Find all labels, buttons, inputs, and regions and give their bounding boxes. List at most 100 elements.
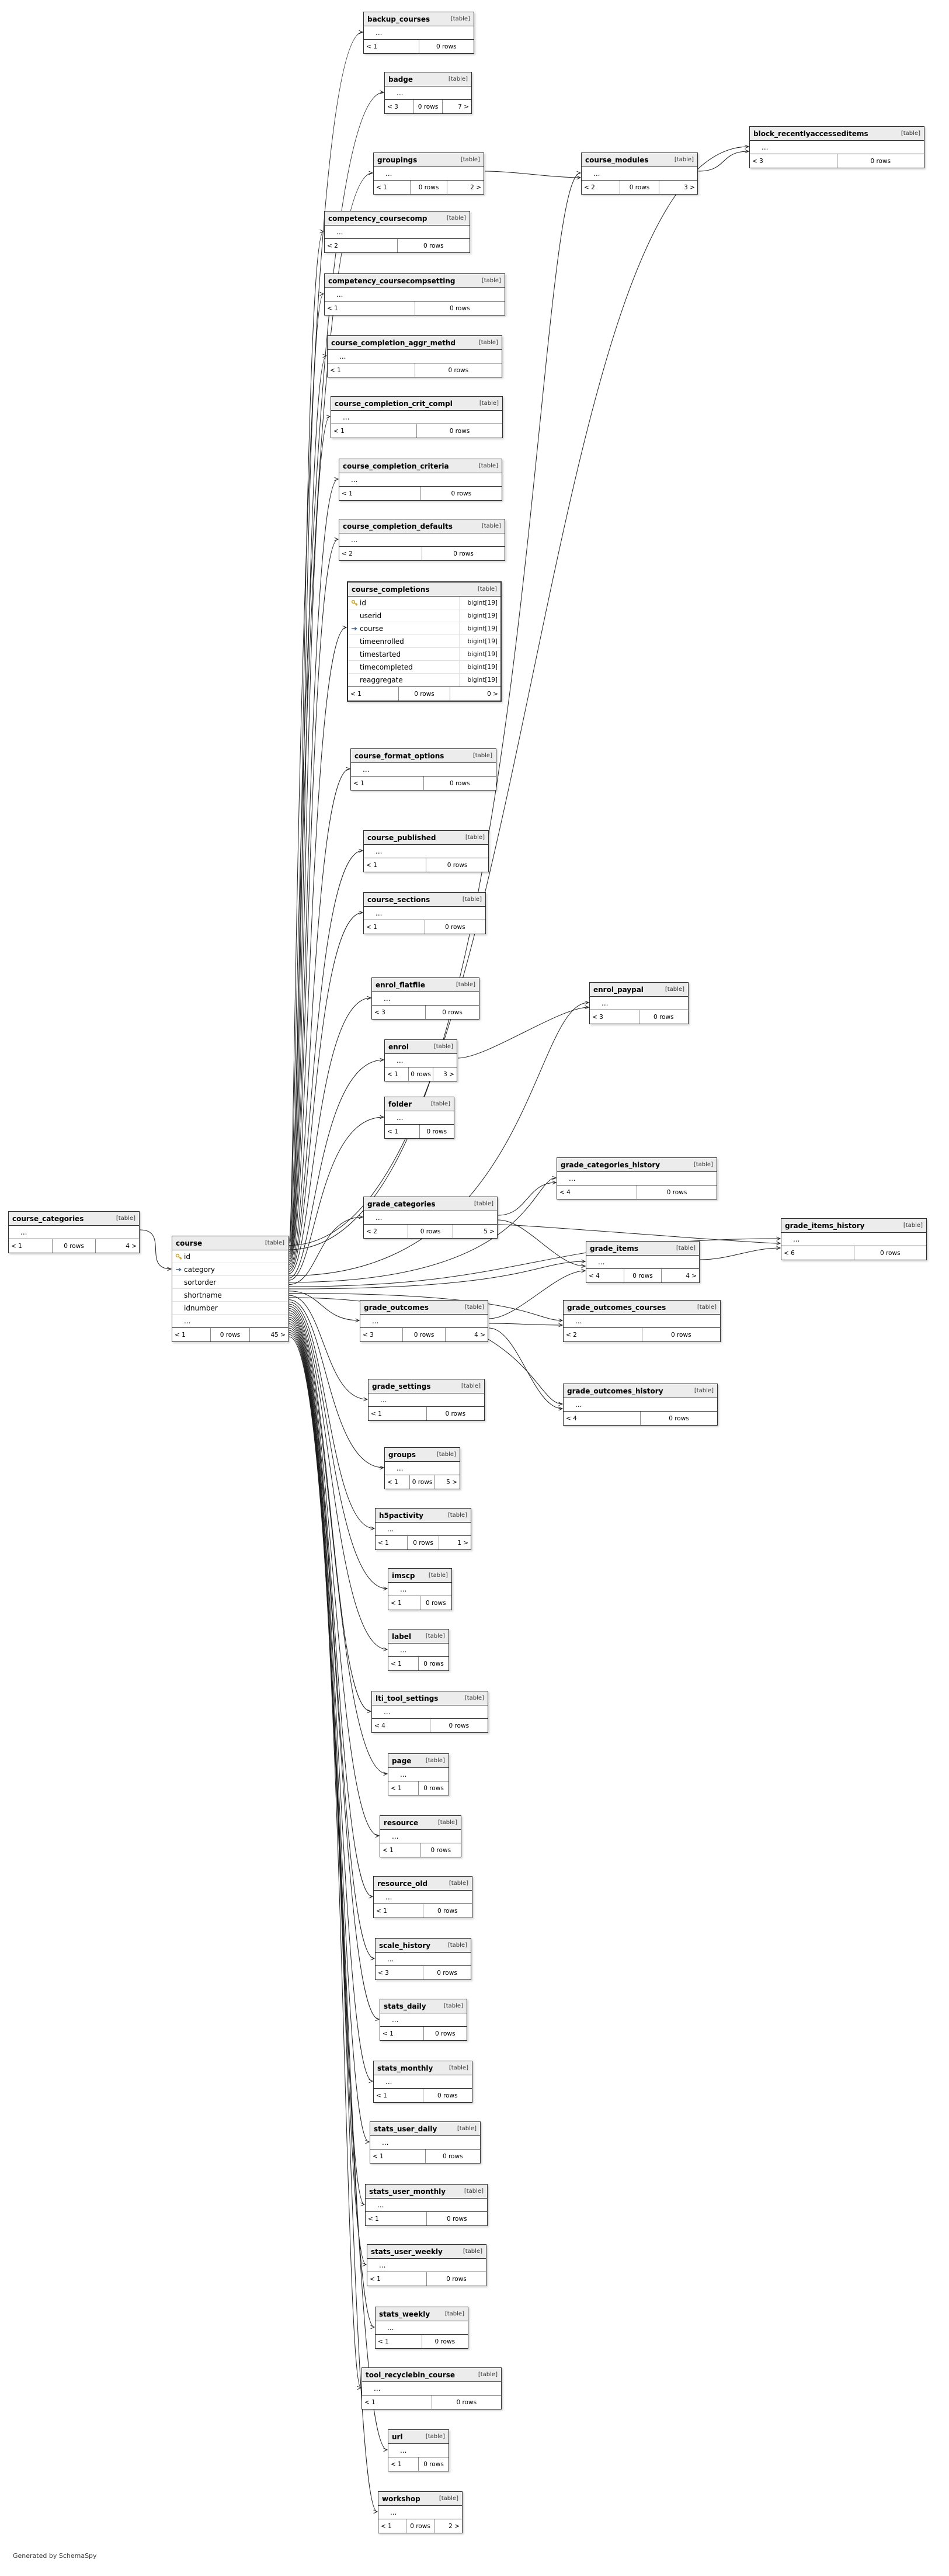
column-name: course [360,624,384,633]
column-icon-spacer [377,2075,385,2088]
table-header: grade_outcomes [table] [360,1301,488,1315]
table-columns: ... [750,141,924,154]
table-node-grade_categories_history[interactable]: grade_categories_history [table] ... < 4… [557,1157,717,1199]
table-header: stats_user_weekly [table] [367,2245,486,2259]
column-row: ... [380,1830,461,1843]
column-name: ... [382,2138,389,2147]
parents-degree: < 1 [368,2215,379,2223]
column-icon-spacer [560,1172,569,1185]
row-count: 0 rows [406,2519,434,2533]
column-icon-spacer [328,226,336,238]
parents-degree: < 3 [363,1331,374,1339]
table-header: folder [table] [385,1097,454,1111]
table-node-course_completion_criteria[interactable]: course_completion_criteria [table] ... <… [339,459,502,501]
column-icon-spacer [342,533,351,546]
table-name: badge [388,75,413,84]
table-type-tag: [table] [903,1222,923,1229]
table-type-tag: [table] [425,1757,445,1764]
table-columns: ... [339,533,505,546]
table-header: resource_old [table] [374,1877,472,1891]
column-icon-spacer [371,1393,380,1406]
children-degree: 1 > [439,1536,471,1549]
parents-degree: < 3 [387,103,398,110]
column-icon-spacer [381,2506,390,2519]
column-icon-spacer [373,2136,382,2149]
column-icon-spacer [585,167,593,180]
table-name: stats_user_monthly [369,2187,446,2196]
row-count: 0 rows [402,1328,445,1341]
column-name: timecompleted [360,663,413,671]
table-header: course_published [table] [364,831,488,845]
table-node-course_completion_crit_compl[interactable]: course_completion_crit_compl [table] ...… [331,396,503,438]
parents-degree: < 1 [391,2460,402,2468]
table-node-course_completion_defaults[interactable]: course_completion_defaults [table] ... <… [339,519,505,561]
table-node-competency_coursecompsetting[interactable]: competency_coursecompsetting [table] ...… [324,273,505,316]
column-row: ... [385,1462,460,1475]
table-columns: ... [9,1226,139,1239]
table-type-tag: [table] [693,1162,713,1168]
table-header: grade_outcomes_history [table] [564,1384,717,1398]
column-icon-spacer [378,2321,387,2334]
table-columns: ... [385,1054,457,1067]
column-row: ... [372,992,479,1005]
column-name: id [360,598,366,607]
table-name: stats_monthly [377,2064,433,2072]
column-name: ... [575,1317,582,1325]
table-columns: ... [331,411,502,424]
table-name: course_completion_defaults [343,522,453,531]
column-name: shortname [184,1291,222,1299]
table-type-tag: [table] [465,834,485,841]
generated-by-note: Generated by SchemaSpy [13,2552,97,2560]
column-row: ... [372,1705,488,1718]
relationship-edge-course-to-label [288,1306,387,1649]
table-type-tag: [table] [457,2126,477,2132]
table-name: course [176,1239,203,1247]
table-node-block_recentlyaccesseditems[interactable]: block_recentlyaccesseditems [table] ... … [749,126,924,168]
table-node-course_completion_aggr_methd[interactable]: course_completion_aggr_methd [table] ...… [327,335,502,377]
table-type-tag: [table] [436,1451,456,1458]
table-header: backup_courses [table] [364,12,474,26]
table-header: groups [table] [385,1448,460,1462]
